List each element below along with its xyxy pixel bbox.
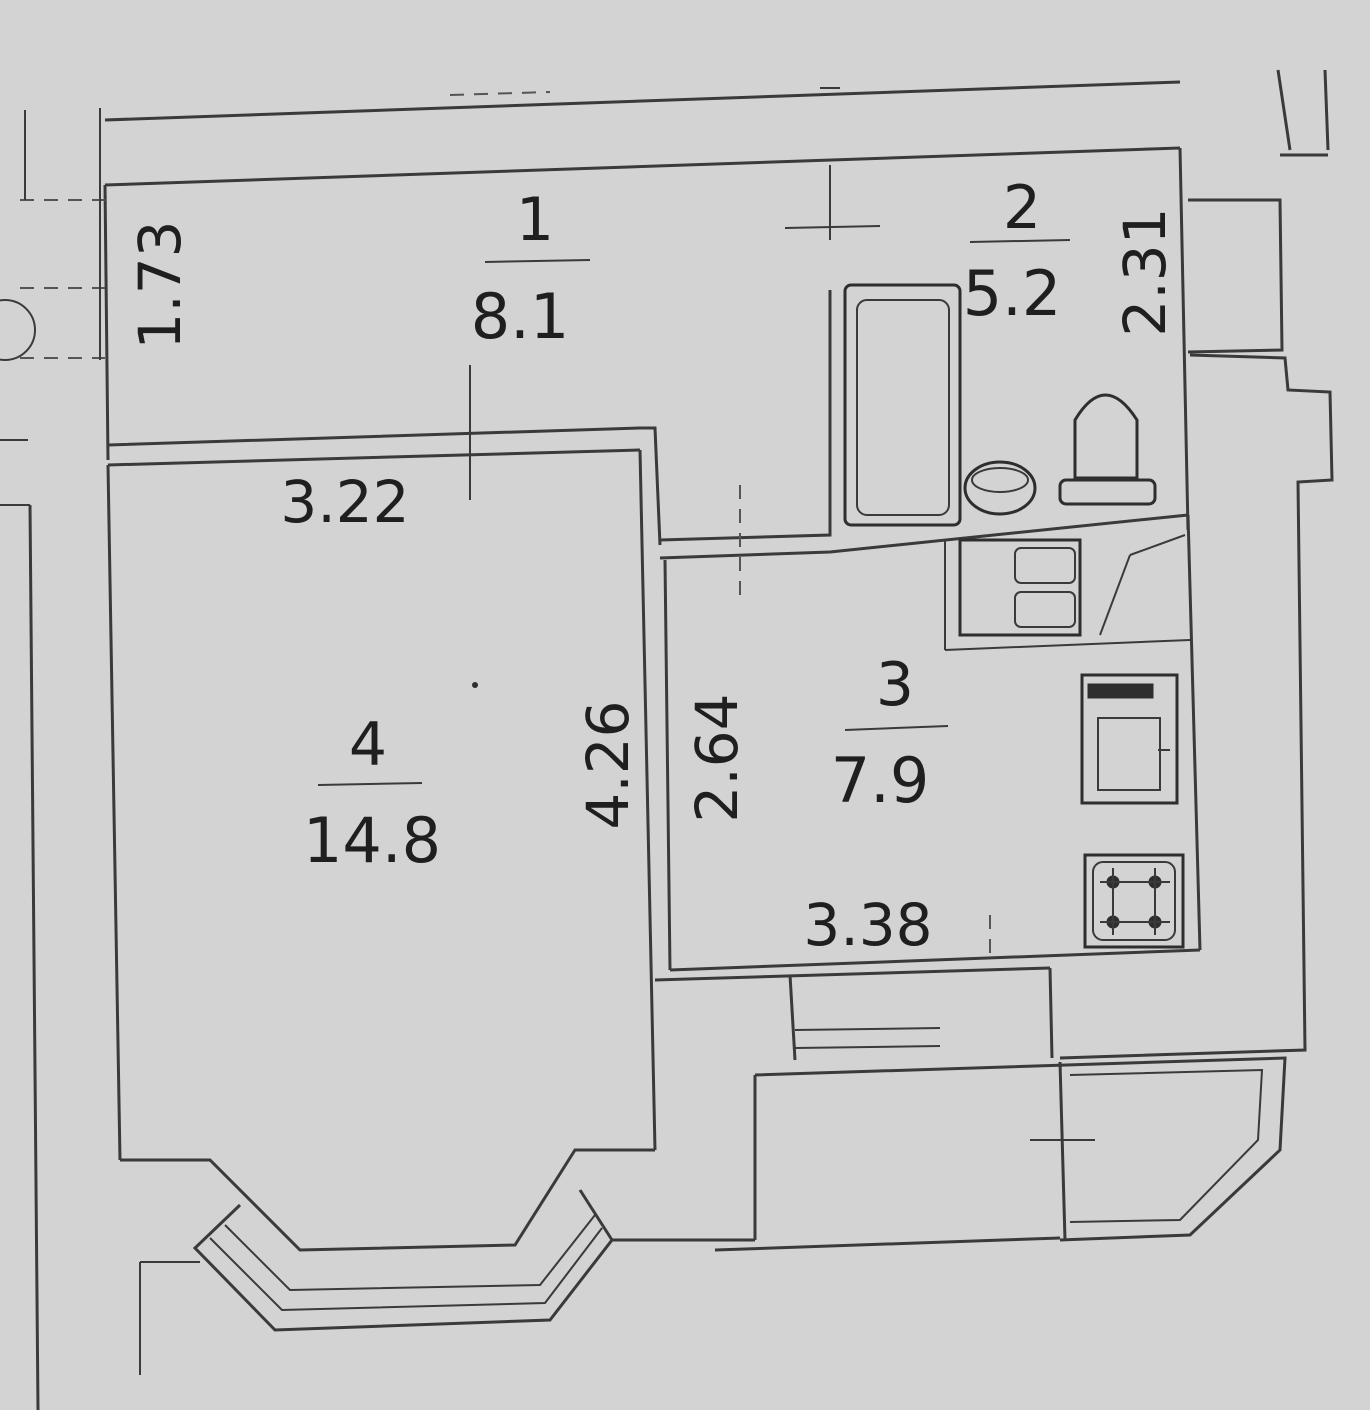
dimension-kitchen-depth: 2.64 (683, 693, 751, 822)
outer-walls (0, 69, 1334, 1410)
sink-icon (963, 460, 1037, 516)
room-4-area: 14.8 (303, 804, 441, 877)
room-1-area: 8.1 (471, 280, 570, 353)
bathtub-icon (843, 283, 962, 527)
room-3-number: 3 (876, 650, 914, 720)
kitchen-walls (654, 290, 1287, 1252)
dimension-bath-width: 2.31 (1111, 207, 1179, 336)
room-4-number: 4 (349, 710, 387, 780)
room-2-area: 5.2 (963, 257, 1062, 330)
fraction-bars (317, 239, 1071, 786)
toilet-icon (1058, 393, 1157, 506)
room-1-number: 1 (516, 185, 554, 255)
stove-icon (1083, 853, 1185, 949)
dimension-hall-length: 3.22 (280, 468, 409, 536)
center-dot (472, 682, 478, 688)
room-3-area: 7.9 (831, 744, 930, 817)
dimension-room-depth: 4.26 (574, 700, 642, 829)
sink-counter-icon (1080, 673, 1179, 805)
dimension-hall-width: 1.73 (126, 220, 194, 349)
room-2-number: 2 (1003, 173, 1041, 243)
dimension-ticks (449, 87, 991, 960)
dimension-kitchen-width: 3.38 (803, 891, 932, 959)
washing-machine-icon (958, 534, 1186, 637)
room-4-walls (106, 426, 755, 1332)
